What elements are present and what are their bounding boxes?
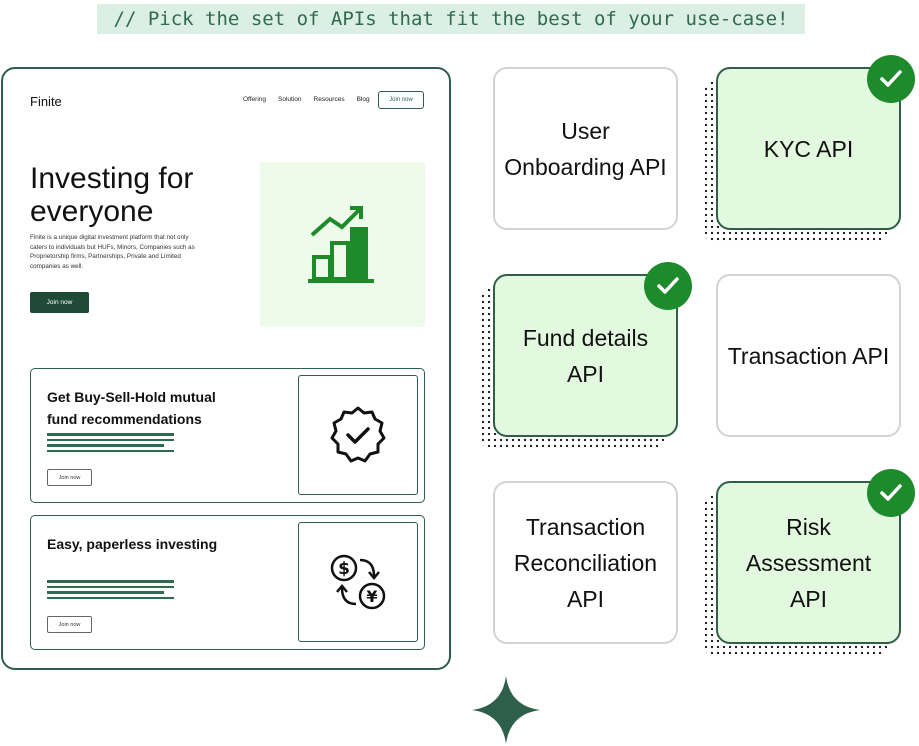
nav-join-button[interactable]: Join now: [378, 91, 424, 109]
feature-card-image: $ ¥: [298, 522, 418, 642]
feature-card-recommendations: Get Buy-Sell-Hold mutual fund recommenda…: [30, 368, 425, 503]
hero-illustration: [260, 162, 425, 327]
nav-item-solution[interactable]: Solution: [278, 96, 302, 103]
hero-description: Finite is a unique digital investment pl…: [30, 234, 195, 270]
api-card-kyc[interactable]: KYC API: [703, 55, 915, 243]
feature-card-paperless: Easy, paperless investing Join now $ ¥: [30, 515, 425, 650]
check-icon: [644, 262, 692, 310]
api-card-fund-details[interactable]: Fund details API: [480, 262, 692, 450]
nav-item-offering[interactable]: Offering: [243, 96, 267, 103]
nav-item-blog[interactable]: Blog: [356, 96, 370, 103]
hero-title: Investing for everyone: [30, 162, 194, 228]
brand-logo[interactable]: Finite: [30, 94, 62, 109]
feature-join-button[interactable]: Join now: [47, 469, 92, 486]
svg-text:¥: ¥: [366, 587, 377, 606]
website-mockup: Finite Offering Solution Resources Blog …: [1, 67, 451, 670]
hero-join-button[interactable]: Join now: [30, 292, 89, 313]
feature-card-title: Easy, paperless investing: [47, 536, 218, 552]
placeholder-text-lines: [47, 580, 174, 602]
feature-join-button[interactable]: Join now: [47, 616, 92, 633]
api-card-transaction-reconciliation[interactable]: Transaction Reconciliation API: [493, 481, 678, 644]
api-card-label: Transaction Reconciliation API: [493, 481, 678, 644]
nav-menu: Offering Solution Resources Blog: [243, 96, 370, 103]
nav-item-resources[interactable]: Resources: [313, 96, 345, 103]
check-icon: [867, 55, 915, 103]
sparkle-icon: [472, 676, 540, 744]
placeholder-text-lines: [47, 433, 174, 455]
svg-text:$: $: [338, 559, 350, 579]
api-card-label: Risk Assessment API: [716, 481, 901, 644]
api-card-label: Transaction API: [716, 274, 901, 437]
api-card-user-onboarding[interactable]: User Onboarding API: [493, 67, 678, 230]
api-card-transaction[interactable]: Transaction API: [716, 274, 901, 437]
feature-card-image: [298, 375, 418, 495]
api-card-label: User Onboarding API: [493, 67, 678, 230]
currency-exchange-icon: $ ¥: [330, 554, 386, 610]
check-icon: [867, 469, 915, 517]
growth-chart-icon: [307, 205, 374, 283]
badge-check-icon: [330, 406, 386, 463]
api-card-label: KYC API: [716, 67, 901, 230]
feature-card-title: Get Buy-Sell-Hold mutual fund recommenda…: [47, 389, 216, 427]
api-card-label: Fund details API: [493, 274, 678, 437]
heading-banner: // Pick the set of APIs that fit the bes…: [97, 4, 805, 34]
api-card-risk-assessment[interactable]: Risk Assessment API: [703, 469, 915, 657]
